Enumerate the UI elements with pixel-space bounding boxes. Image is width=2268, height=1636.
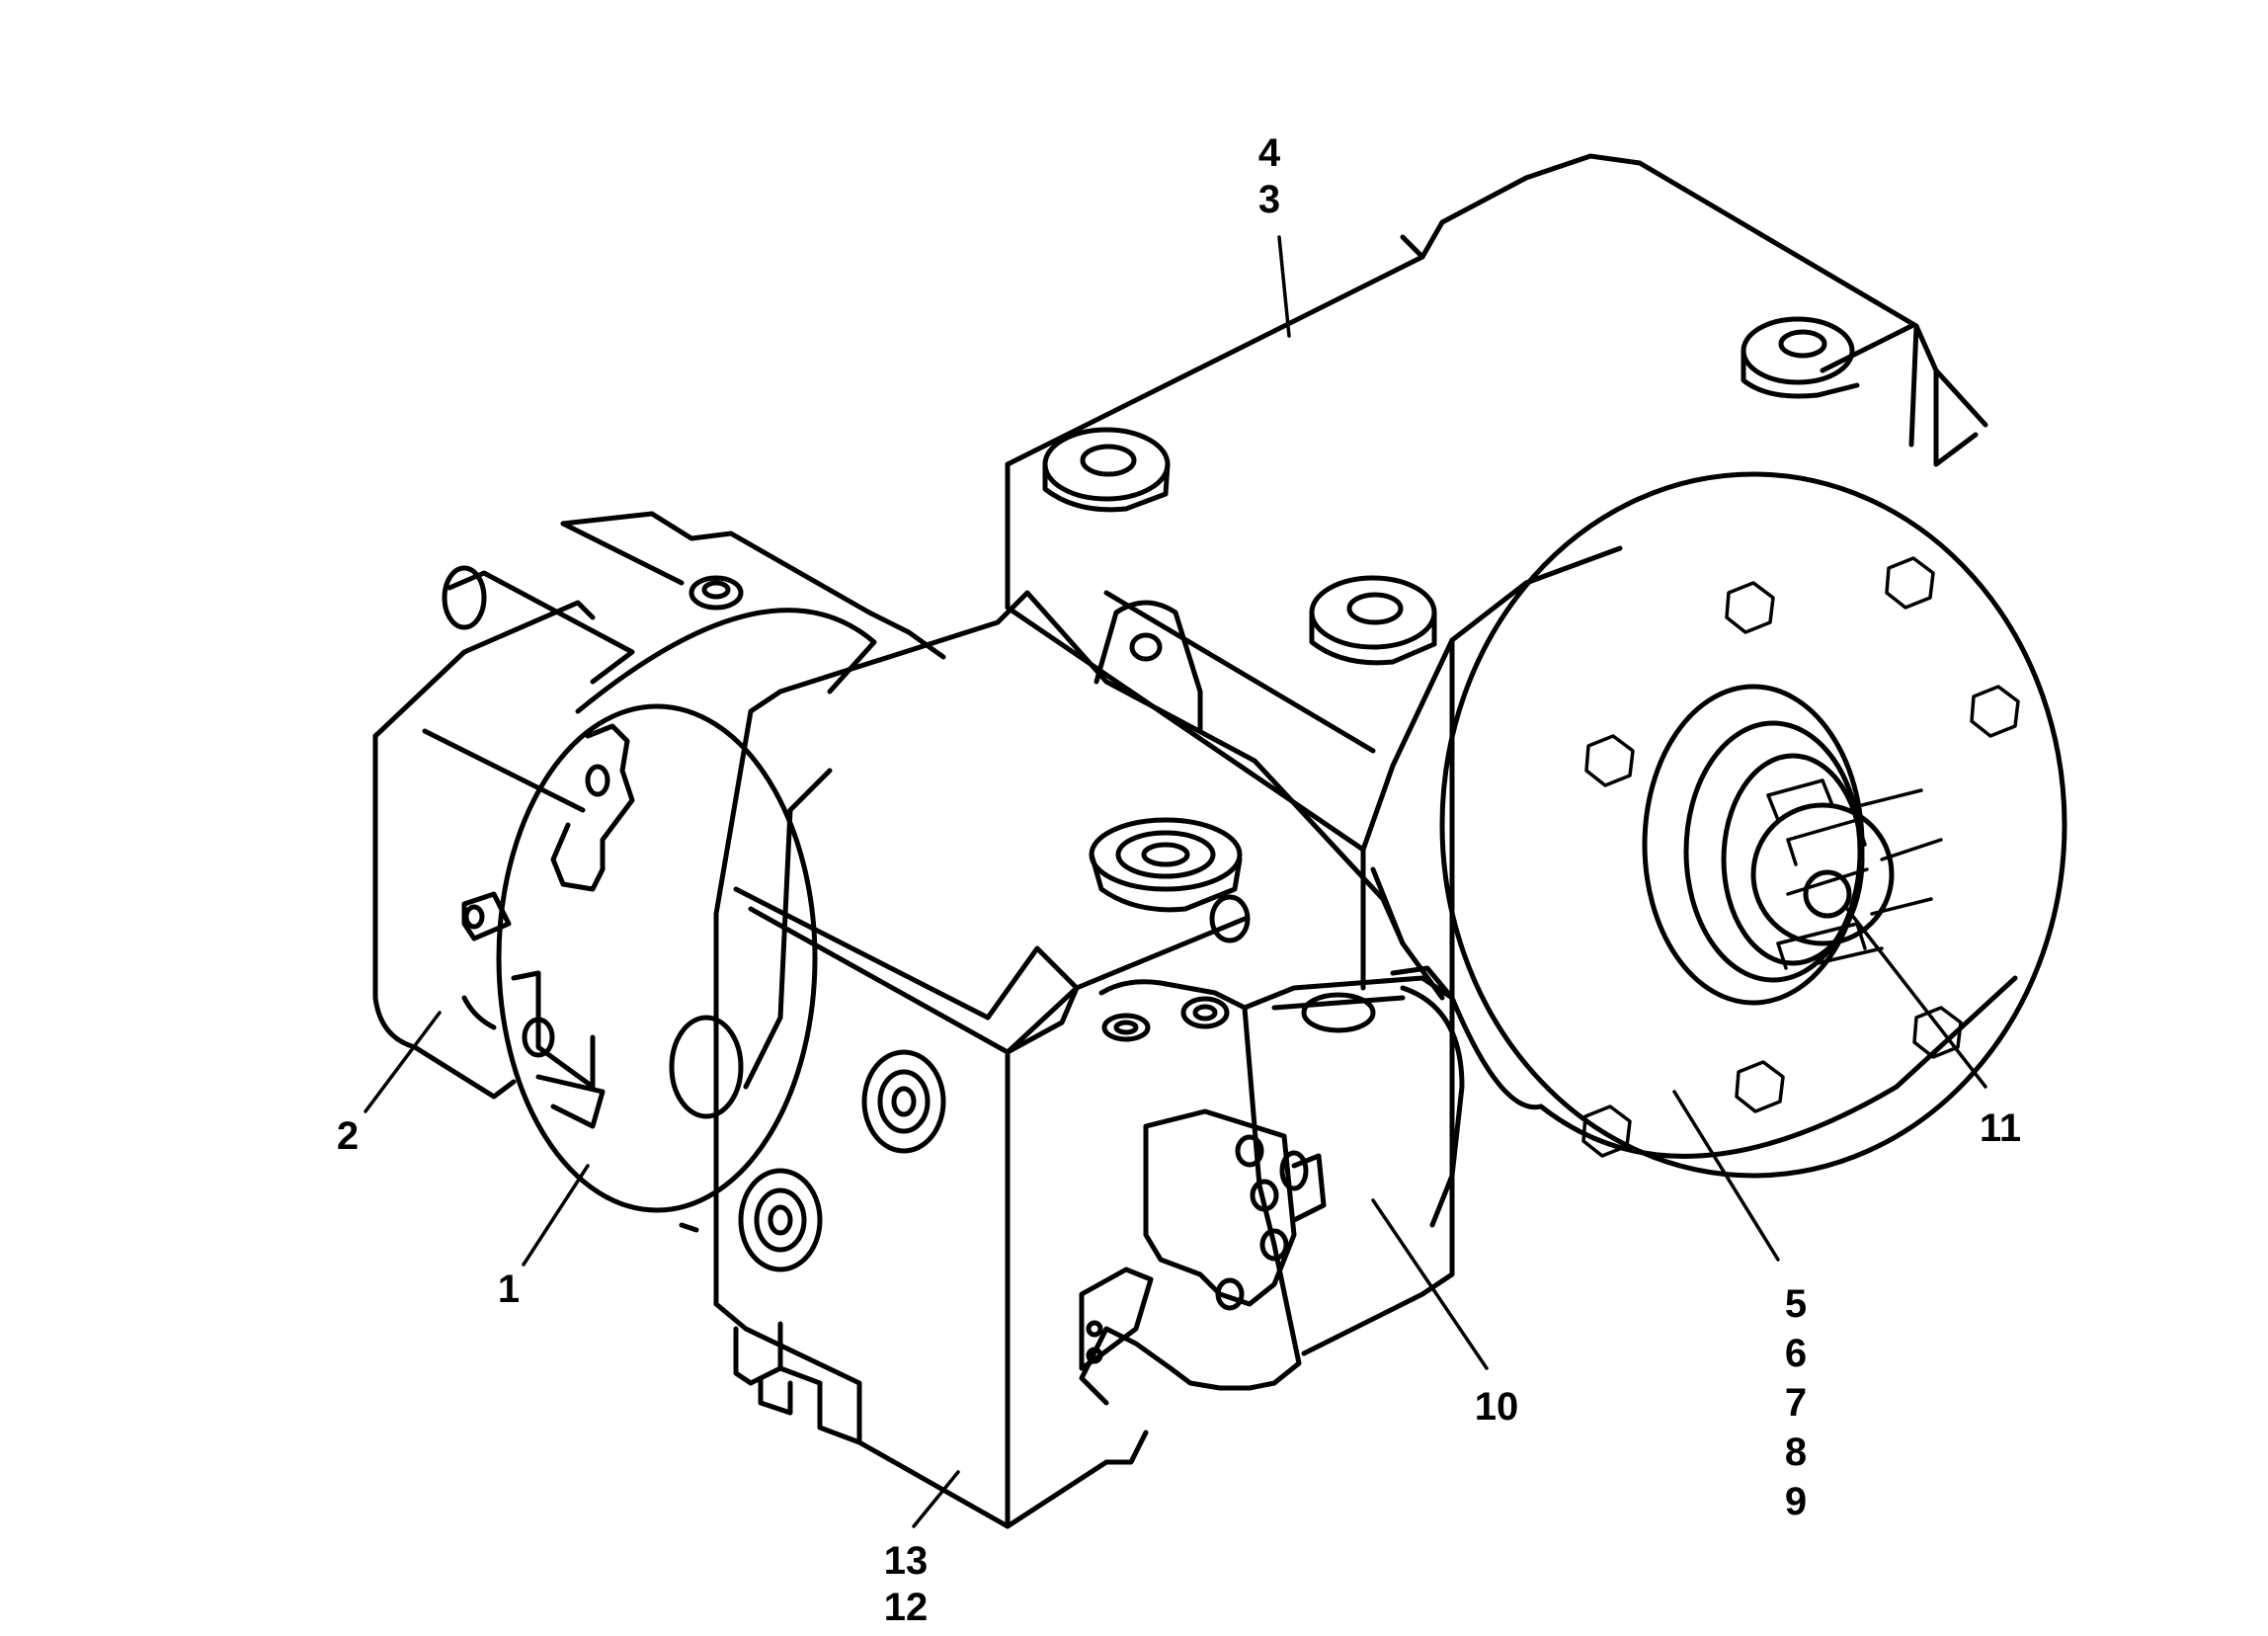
- bolt-head-icon: [1912, 1006, 1963, 1059]
- callout-12: 12: [884, 1586, 929, 1629]
- leader-line: [522, 1164, 590, 1267]
- callout-2: 2: [337, 1114, 359, 1158]
- callout-3: 3: [1258, 178, 1280, 221]
- bolt-head-icon: [1584, 734, 1635, 787]
- leader-line: [1277, 235, 1291, 338]
- leader-lines: [364, 235, 1987, 1528]
- callout-7: 7: [1785, 1381, 1807, 1425]
- callout-8: 8: [1785, 1431, 1807, 1474]
- callout-9: 9: [1785, 1480, 1807, 1523]
- callout-6: 6: [1785, 1332, 1807, 1375]
- rear-housing: [1005, 153, 2067, 1179]
- control-valve: [1079, 965, 1465, 1406]
- leader-line: [364, 1011, 442, 1113]
- pump-case: [372, 511, 946, 1233]
- bolt-head-icon: [1735, 1060, 1785, 1113]
- callout-1: 1: [498, 1268, 520, 1311]
- bolt-head-icon: [1970, 685, 2020, 738]
- input-hub: [1642, 684, 1943, 1006]
- callout-10: 10: [1475, 1385, 1519, 1429]
- leader-line: [1845, 907, 1987, 1089]
- leader-line: [1371, 1198, 1489, 1370]
- callout-4: 4: [1258, 131, 1281, 175]
- bolt-head-icon: [1581, 1104, 1632, 1158]
- callout-11: 11: [1980, 1106, 2021, 1150]
- flange-bolts: [1581, 556, 2020, 1158]
- leader-line: [1672, 1090, 1780, 1262]
- callout-13: 13: [884, 1539, 929, 1583]
- callout-labels: 4 3 2 1 10 11 5 6 7 8 9 13 12: [337, 131, 2021, 1629]
- front-housing: [669, 590, 1445, 1529]
- bolt-head-icon: [1725, 581, 1775, 634]
- bolt-head-icon: [1885, 556, 1935, 610]
- callout-5: 5: [1785, 1282, 1807, 1326]
- leader-line: [912, 1470, 960, 1528]
